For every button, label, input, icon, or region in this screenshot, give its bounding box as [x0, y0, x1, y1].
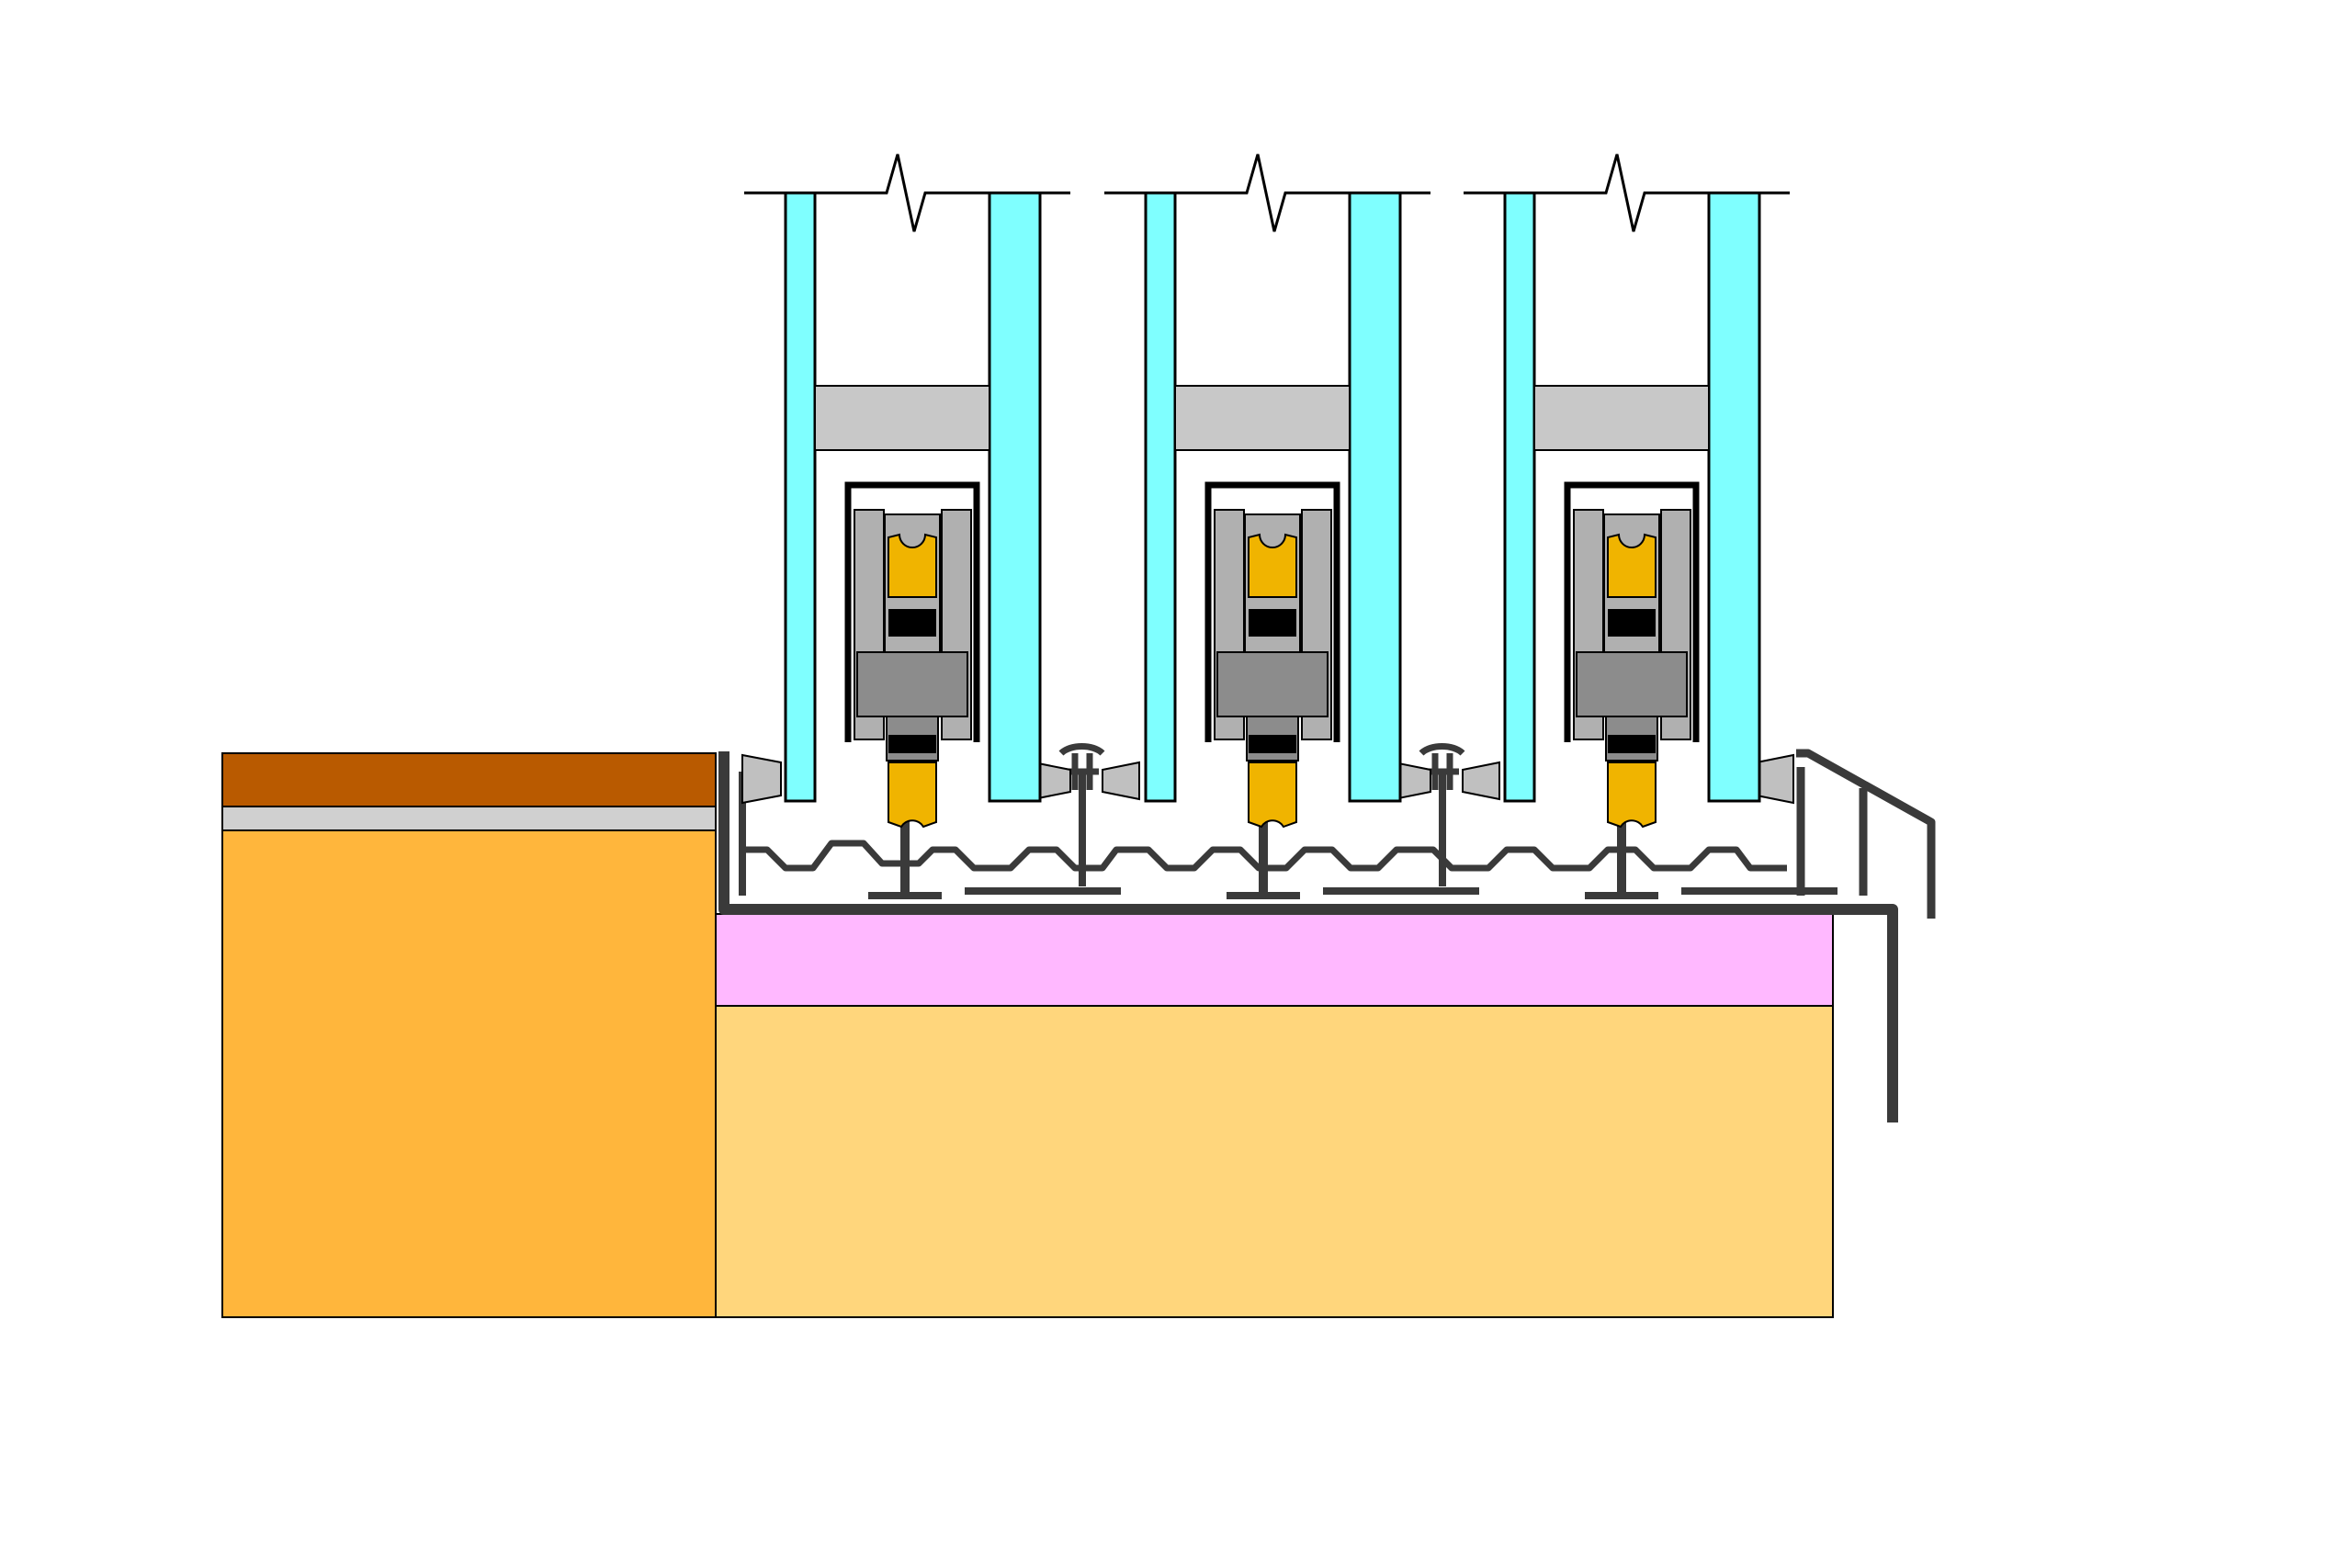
lower-roller	[888, 761, 937, 829]
upper-roller	[1607, 533, 1657, 598]
structure-block	[715, 1005, 1834, 1318]
outer-drip-sill	[1796, 749, 1936, 919]
stem-band	[1608, 735, 1656, 753]
interlock-caps	[1058, 743, 1465, 790]
sliding-panel-3	[1464, 153, 1790, 829]
floor-buildup	[221, 752, 717, 1318]
floor-slab	[221, 829, 717, 1318]
gasket-left-1	[741, 753, 782, 805]
carriage-body	[1216, 651, 1329, 717]
carriage-body	[856, 651, 968, 717]
sill-track-profile	[718, 749, 1936, 1122]
spacer-bar	[814, 385, 990, 451]
carriage-body	[1576, 651, 1688, 717]
upper-roller	[888, 533, 937, 598]
side-gaskets	[741, 753, 1794, 805]
sill-base-plate	[718, 751, 1898, 1122]
glass-pane-outer	[1348, 191, 1402, 803]
sliding-panel-2	[1104, 153, 1430, 829]
sliding-panel-1	[744, 153, 1070, 829]
stem-band	[1249, 735, 1296, 753]
upper-roller	[1248, 533, 1297, 598]
glass-pane-outer	[1707, 191, 1761, 803]
glass-pane-inner	[784, 191, 817, 803]
interlock-cap-2	[1419, 743, 1465, 790]
lower-roller	[1607, 761, 1657, 829]
roller-axle-band	[1249, 609, 1296, 637]
roller-axle-band	[1608, 609, 1656, 637]
break-line	[744, 153, 1070, 232]
insulation-layer	[715, 913, 1834, 1007]
gasket-right-3	[1756, 753, 1794, 805]
glass-pane-outer	[988, 191, 1042, 803]
substructure	[715, 913, 1834, 1318]
gasket-mid-1b	[1102, 761, 1140, 801]
glass-pane-inner	[1144, 191, 1177, 803]
glass-pane-inner	[1503, 191, 1536, 803]
interlock-cap-1	[1058, 743, 1105, 790]
spacer-bar	[1174, 385, 1351, 451]
gasket-mid-2b	[1462, 761, 1500, 801]
sill-drainage-channel	[742, 840, 1787, 872]
sliding-panels	[744, 153, 1790, 829]
break-line	[1464, 153, 1790, 232]
roller-axle-band	[888, 609, 936, 637]
stem-band	[888, 735, 936, 753]
lower-roller	[1248, 761, 1297, 829]
break-line	[1104, 153, 1430, 232]
spacer-bar	[1533, 385, 1710, 451]
floor-finish	[221, 752, 717, 807]
floor-screed-layer	[221, 806, 717, 831]
